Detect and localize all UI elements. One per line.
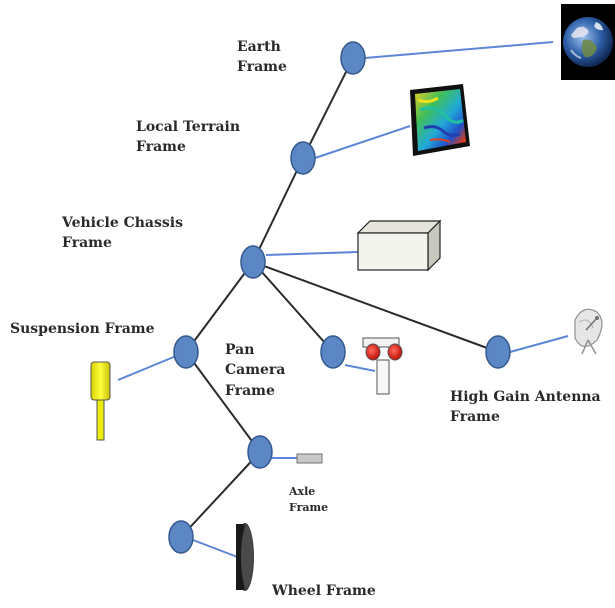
node-earth — [340, 41, 366, 75]
link-lines — [117, 41, 569, 559]
label-suspension-frame: Suspension Frame — [10, 321, 155, 337]
edge-chassis-suspension — [185, 261, 254, 353]
earth-globe-image — [561, 4, 615, 80]
link-earth — [364, 41, 554, 59]
node-antenna — [485, 335, 511, 369]
edge-axle-wheel — [180, 451, 261, 538]
node-suspension — [173, 335, 199, 369]
node-camera — [320, 335, 346, 369]
frame-nodes — [168, 41, 511, 554]
link-wheel — [192, 539, 241, 559]
edge-terrain-chassis — [252, 157, 304, 263]
edge-earth-terrain — [302, 57, 354, 159]
tree-edges — [180, 57, 499, 538]
label-pan-camera-frame: Pan Camera Frame — [225, 342, 286, 399]
suspension-strut-icon — [90, 361, 111, 441]
edge-suspension-axle — [185, 351, 261, 453]
link-camera — [344, 364, 376, 372]
wheel-icon — [236, 523, 254, 591]
node-axle — [247, 435, 273, 469]
label-axle-frame: Axle Frame — [289, 485, 329, 514]
satellite-dish-icon — [574, 308, 603, 355]
camera-mast-icon — [362, 337, 403, 395]
label-high-gain-antenna-frame: High Gain Antenna Frame — [450, 389, 601, 426]
node-chassis — [240, 245, 266, 279]
label-vehicle-chassis-frame: Vehicle Chassis Frame — [62, 215, 183, 252]
link-chassis — [265, 251, 359, 256]
link-suspension — [117, 355, 177, 381]
axle-rod-icon — [296, 453, 323, 464]
label-wheel-frame: Wheel Frame — [272, 583, 376, 599]
label-earth-frame: Earth Frame — [237, 39, 287, 76]
node-terrain — [290, 141, 316, 175]
chassis-box-icon — [356, 219, 442, 272]
link-terrain — [314, 125, 411, 159]
label-local-terrain-frame: Local Terrain Frame — [136, 119, 241, 156]
link-antenna — [509, 335, 569, 353]
terrain-map-image — [410, 84, 470, 156]
edge-chassis-antenna — [252, 261, 499, 353]
edge-chassis-camera — [252, 261, 334, 353]
node-wheel — [168, 520, 194, 554]
